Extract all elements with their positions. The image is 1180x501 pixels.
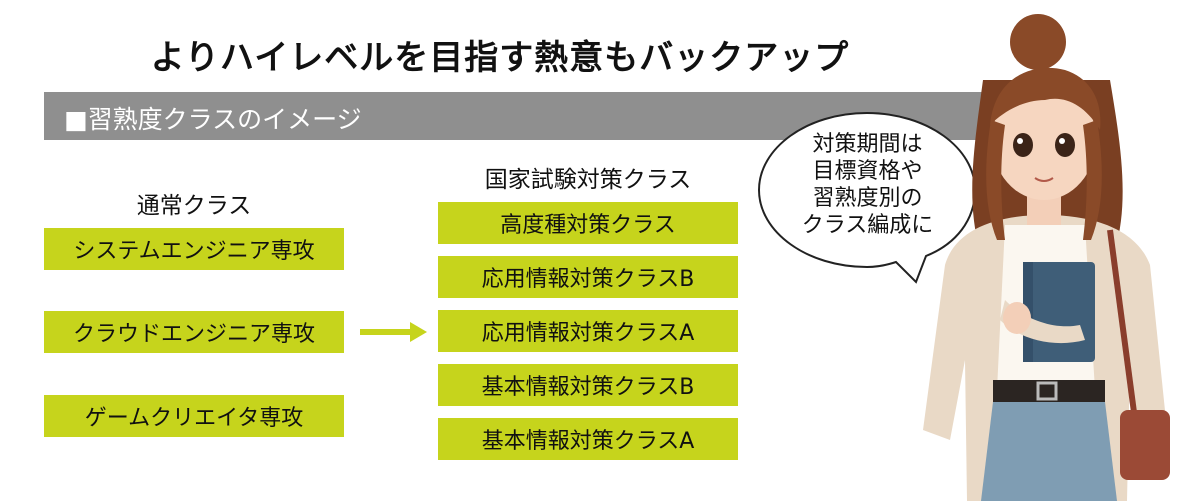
speech-bubble bbox=[757, 111, 977, 284]
course-box: システムエンジニア専攻 bbox=[44, 228, 344, 270]
course-box: ゲームクリエイタ専攻 bbox=[44, 395, 344, 437]
exam-class-box: 応用情報対策クラスA bbox=[438, 310, 738, 352]
student-girl-illustration bbox=[923, 14, 1170, 501]
exam-class-box: 高度種対策クラス bbox=[438, 202, 738, 244]
exam-class-box: 基本情報対策クラスB bbox=[438, 364, 738, 406]
bubble-line: 対策期間は bbox=[812, 132, 923, 157]
exam-class-box: 応用情報対策クラスB bbox=[438, 256, 738, 298]
course-box: クラウドエンジニア専攻 bbox=[44, 311, 344, 353]
right-arrow-icon bbox=[360, 322, 427, 342]
bubble-line: クラス編成に bbox=[801, 213, 934, 238]
exam-class-box: 基本情報対策クラスA bbox=[438, 418, 738, 460]
bubble-line: 目標資格や bbox=[812, 159, 923, 184]
page-title: よりハイレベルを目指す熱意もバックアップ bbox=[150, 38, 850, 78]
right-column-heading: 国家試験対策クラス bbox=[484, 167, 692, 193]
banner-label: ■習熟度クラスのイメージ bbox=[64, 105, 362, 134]
left-column-heading: 通常クラス bbox=[136, 193, 252, 219]
bubble-line: 習熟度別の bbox=[812, 186, 923, 211]
speech-bubble-text: 対策期間は 目標資格や 習熟度別の クラス編成に bbox=[780, 131, 955, 239]
